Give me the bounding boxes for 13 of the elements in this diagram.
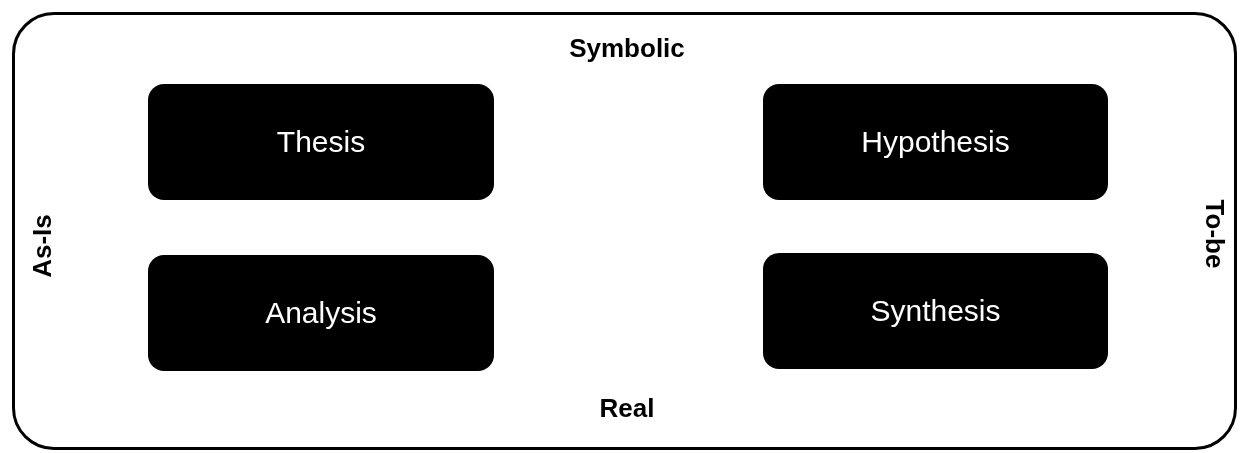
axis-label: Real bbox=[599, 392, 655, 424]
process-box bbox=[148, 84, 494, 200]
process-box bbox=[763, 84, 1108, 200]
box-label: Synthesis bbox=[870, 294, 1001, 328]
process-box bbox=[148, 255, 494, 371]
box-label: Analysis bbox=[265, 296, 377, 330]
box-label: Hypothesis bbox=[861, 125, 1010, 159]
process-box bbox=[763, 253, 1108, 369]
axis-label: As-Is bbox=[26, 214, 58, 278]
axis-label: To-be bbox=[1198, 199, 1230, 269]
outer-frame bbox=[12, 12, 1237, 450]
axis-label: Symbolic bbox=[569, 32, 685, 64]
box-label: Thesis bbox=[276, 125, 366, 159]
